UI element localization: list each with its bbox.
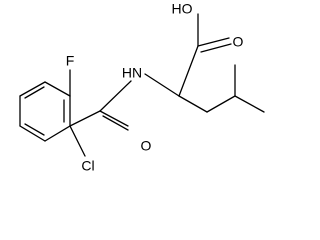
acid-co-double-bond-b xyxy=(200,43,232,53)
amide-co-double-bond-b xyxy=(102,115,129,131)
amide-nitrogen-label: HN xyxy=(122,65,142,81)
acid-oxygen-label: O xyxy=(233,34,244,50)
fluorine-label: F xyxy=(66,53,75,69)
ring-bond-6 xyxy=(19,81,46,97)
ring-bond-4 xyxy=(19,125,46,142)
chemical-structure-diagram: HO O F HN O Cl xyxy=(19,1,265,174)
alpha-ch2-bond xyxy=(178,95,208,113)
ring-bond-3 xyxy=(44,125,71,142)
amide-co-double-bond-a xyxy=(99,110,129,127)
hydroxyl-label: HO xyxy=(172,1,193,17)
carbonyl-n-bond xyxy=(99,80,132,112)
ring-to-carbonyl-bond xyxy=(69,110,101,127)
n-alpha-carbon-bond xyxy=(144,73,180,97)
ring-double-bond-3 xyxy=(24,86,45,99)
alpha-carboxyl-bond xyxy=(178,45,199,97)
chlorine-label: Cl xyxy=(81,158,94,174)
ch2-ch-bond xyxy=(206,95,236,113)
ring-double-bond-2 xyxy=(24,123,45,136)
acid-co-double-bond-a xyxy=(197,37,230,47)
c-cl-bond xyxy=(69,125,86,157)
amide-oxygen-label: O xyxy=(141,138,152,154)
ring-bond-1 xyxy=(44,81,71,97)
ch-methyl-down-bond xyxy=(234,95,265,113)
